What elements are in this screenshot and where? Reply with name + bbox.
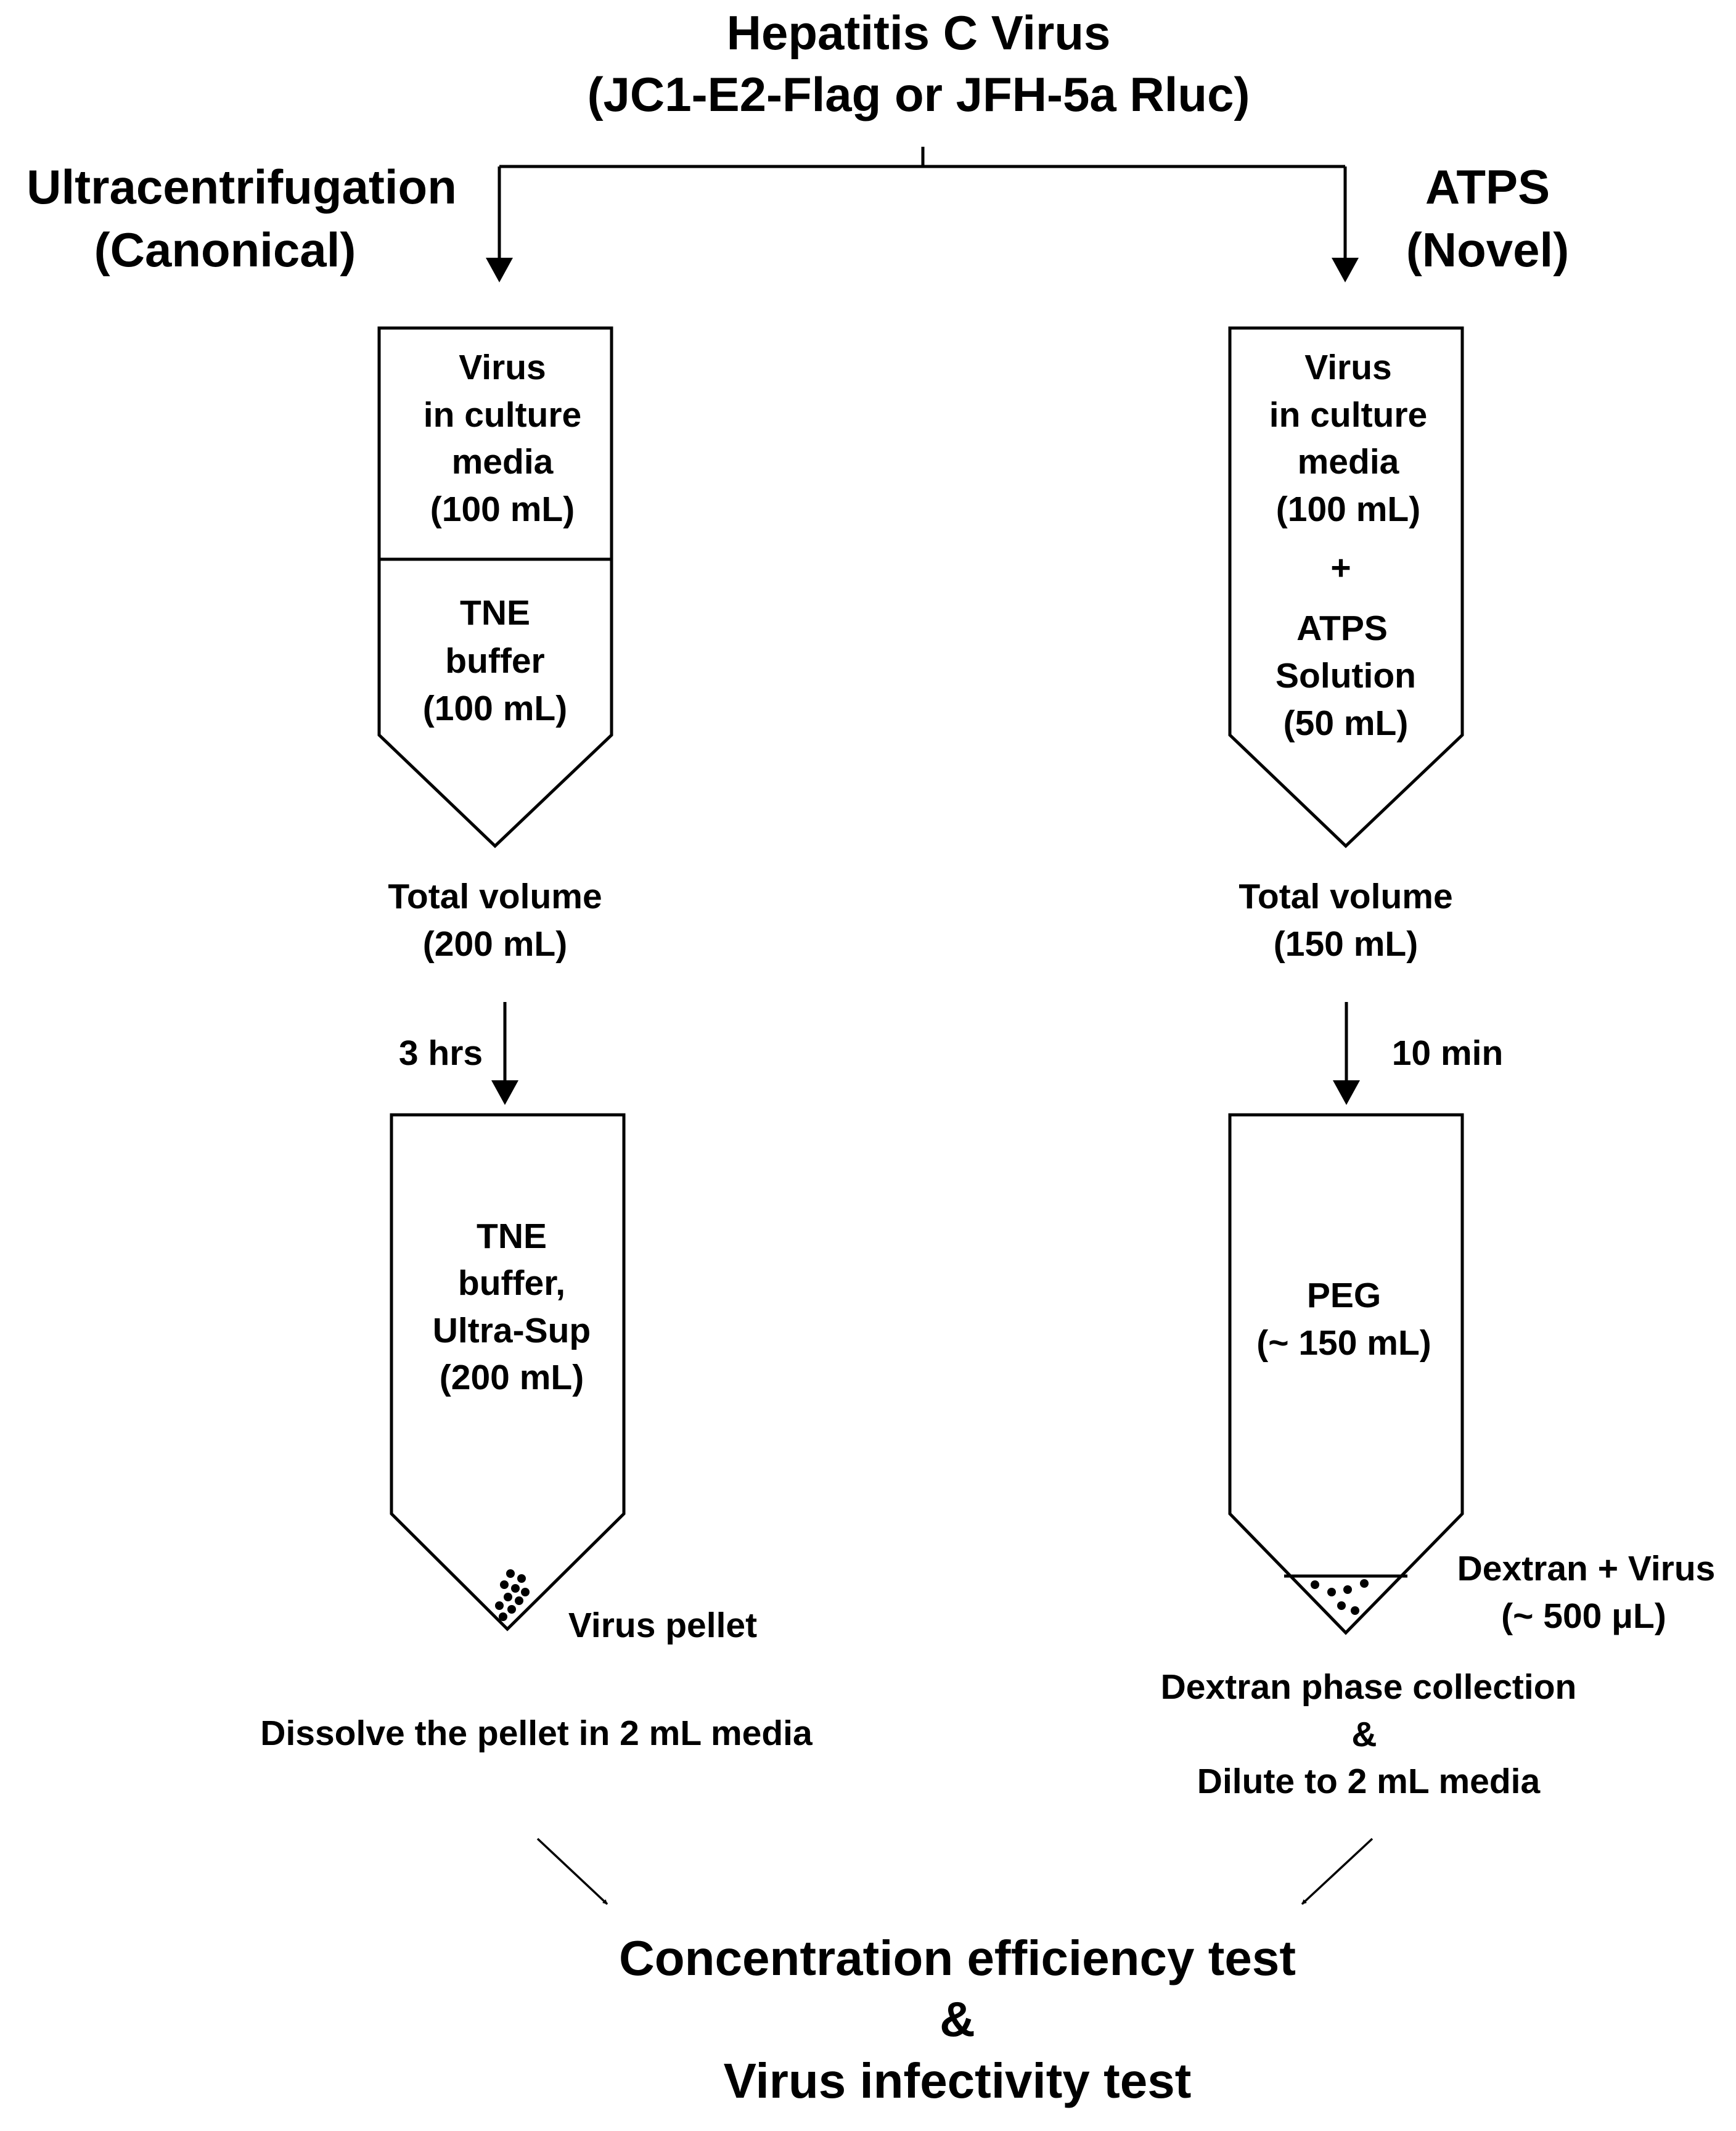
virus-pellet-label: Virus pellet: [568, 1606, 757, 1645]
left-heading-method: Ultracentrifugation: [27, 160, 457, 214]
right-tube-1-text-1: Virus: [1304, 348, 1392, 387]
left-tube-1-bottom-text-3: (100 mL): [423, 689, 567, 728]
right-heading-method: ATPS: [1425, 160, 1550, 214]
left-tube-1-text-2: in culture: [424, 395, 582, 435]
left-tube-2-text-2: buffer,: [458, 1263, 565, 1303]
right-instruction-2: &: [1351, 1715, 1377, 1754]
right-time-label: 10 min: [1392, 1033, 1504, 1073]
right-tube-1-text-8: (50 mL): [1284, 704, 1409, 743]
left-tube-1-text-1: Virus: [459, 348, 546, 387]
right-instruction-1: Dextran phase collection: [1161, 1667, 1577, 1707]
dextran-virus-dots: [1311, 1579, 1369, 1615]
right-total-volume-value: (150 mL): [1274, 924, 1418, 964]
right-tube-2-text-1: PEG: [1307, 1276, 1381, 1315]
right-tube-1: [1228, 326, 1464, 848]
right-tube-2-text-2: (~ 150 mL): [1256, 1323, 1431, 1363]
left-tube-2-text-1: TNE: [477, 1217, 547, 1256]
virus-pellet-dots: [495, 1569, 530, 1621]
right-total-volume: Total volume: [1239, 877, 1452, 916]
title-line-1: Hepatitis C Virus: [727, 6, 1111, 60]
final-line-3: Virus infectivity test: [724, 2053, 1192, 2108]
left-tube-1: [377, 326, 613, 848]
title-line-2: (JC1-E2-Flag or JFH-5a Rluc): [588, 67, 1250, 121]
left-instruction: Dissolve the pellet in 2 mL media: [260, 1714, 813, 1753]
final-line-2: &: [940, 1992, 975, 2047]
branch-connector: [486, 147, 1359, 282]
left-tube-1-bottom-text-2: buffer: [445, 641, 544, 681]
left-heading-type: (Canonical): [94, 223, 356, 277]
right-tube-1-text-4: (100 mL): [1276, 490, 1420, 529]
left-tube-2-text-3: Ultra-Sup: [433, 1311, 591, 1350]
final-line-1: Concentration efficiency test: [619, 1931, 1296, 1985]
right-tube-2: [1228, 1113, 1464, 1635]
left-tube-2: [390, 1113, 626, 1632]
dextran-virus-label: Dextran + Virus: [1457, 1549, 1716, 1588]
dextran-virus-volume: (~ 500 μL): [1501, 1596, 1666, 1636]
left-total-volume: Total volume: [388, 877, 602, 916]
right-tube-1-text-7: Solution: [1275, 656, 1416, 696]
right-step-arrow: [1333, 1002, 1360, 1105]
right-tube-1-text-6: ATPS: [1296, 609, 1388, 648]
converge-arrows: [536, 1837, 1374, 1905]
left-tube-1-text-4: (100 mL): [430, 490, 575, 529]
left-total-volume-value: (200 mL): [423, 924, 567, 964]
right-heading-type: (Novel): [1406, 223, 1569, 277]
left-tube-1-bottom-text-1: TNE: [460, 593, 530, 633]
right-tube-1-plus: +: [1330, 548, 1351, 588]
right-tube-1-text-2: in culture: [1269, 395, 1428, 435]
left-tube-1-text-3: media: [452, 442, 554, 482]
right-tube-1-text-3: media: [1298, 442, 1400, 482]
left-time-label: 3 hrs: [399, 1033, 483, 1073]
left-step-arrow: [491, 1002, 518, 1105]
left-tube-2-text-4: (200 mL): [440, 1358, 584, 1397]
right-instruction-3: Dilute to 2 mL media: [1197, 1762, 1541, 1801]
